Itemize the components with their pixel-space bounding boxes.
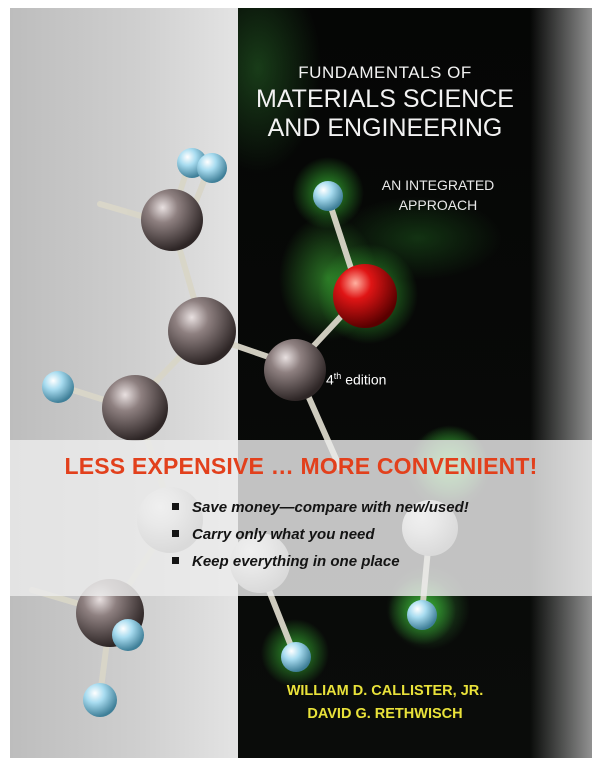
- subtitle-line-1: AN INTEGRATED: [381, 177, 495, 193]
- list-item: Save money—compare with new/used!: [172, 494, 469, 521]
- author-list: WILLIAM D. CALLISTER, JR. DAVID G. RETHW…: [238, 680, 532, 726]
- edition-number: 4: [326, 371, 334, 388]
- hydrogen-atom: [407, 600, 437, 630]
- hydrogen-atom: [112, 619, 144, 651]
- promo-bullet-list: Save money—compare with new/used! Carry …: [172, 494, 469, 575]
- carbon-atom: [141, 189, 203, 251]
- bullet-text: Save money—compare with new/used!: [192, 499, 469, 516]
- bullet-square-icon: [172, 502, 179, 510]
- title-line-2: MATERIALS SCIENCE: [256, 85, 514, 113]
- carbon-atom: [264, 339, 326, 401]
- hydrogen-atom: [281, 642, 311, 672]
- promo-banner: [10, 440, 592, 596]
- edition-word: edition: [345, 371, 387, 388]
- hydrogen-atom: [313, 181, 343, 211]
- bullet-text: Carry only what you need: [192, 526, 375, 543]
- promo-headline: LESS EXPENSIVE … MORE CONVENIENT!: [64, 453, 538, 479]
- book-subtitle: AN INTEGRATED APPROACH: [358, 175, 518, 215]
- hydrogen-atom: [197, 153, 227, 183]
- bullet-text: Keep everything in one place: [192, 553, 400, 570]
- edition-label: 4th edition: [326, 371, 386, 388]
- bullet-square-icon: [172, 556, 179, 564]
- list-item: Keep everything in one place: [172, 548, 469, 575]
- title-line-1: FUNDAMENTALS OF: [298, 63, 472, 82]
- author-name: DAVID G. RETHWISCH: [307, 706, 463, 722]
- bullet-square-icon: [172, 529, 179, 537]
- book-title: FUNDAMENTALS OF MATERIALS SCIENCE AND EN…: [238, 63, 532, 143]
- carbon-atom: [102, 375, 168, 441]
- author-name: WILLIAM D. CALLISTER, JR.: [286, 683, 484, 699]
- list-item: Carry only what you need: [172, 521, 469, 548]
- book-cover: FUNDAMENTALS OF MATERIALS SCIENCE AND EN…: [10, 8, 592, 758]
- carbon-atom: [168, 297, 236, 365]
- oxygen-atom: [333, 264, 397, 328]
- subtitle-line-2: APPROACH: [398, 197, 478, 213]
- hydrogen-atom: [83, 683, 117, 717]
- title-line-3: AND ENGINEERING: [267, 114, 503, 142]
- hydrogen-atom: [42, 371, 74, 403]
- edition-suffix: th: [333, 371, 342, 381]
- cover-edge-fade: [530, 8, 592, 758]
